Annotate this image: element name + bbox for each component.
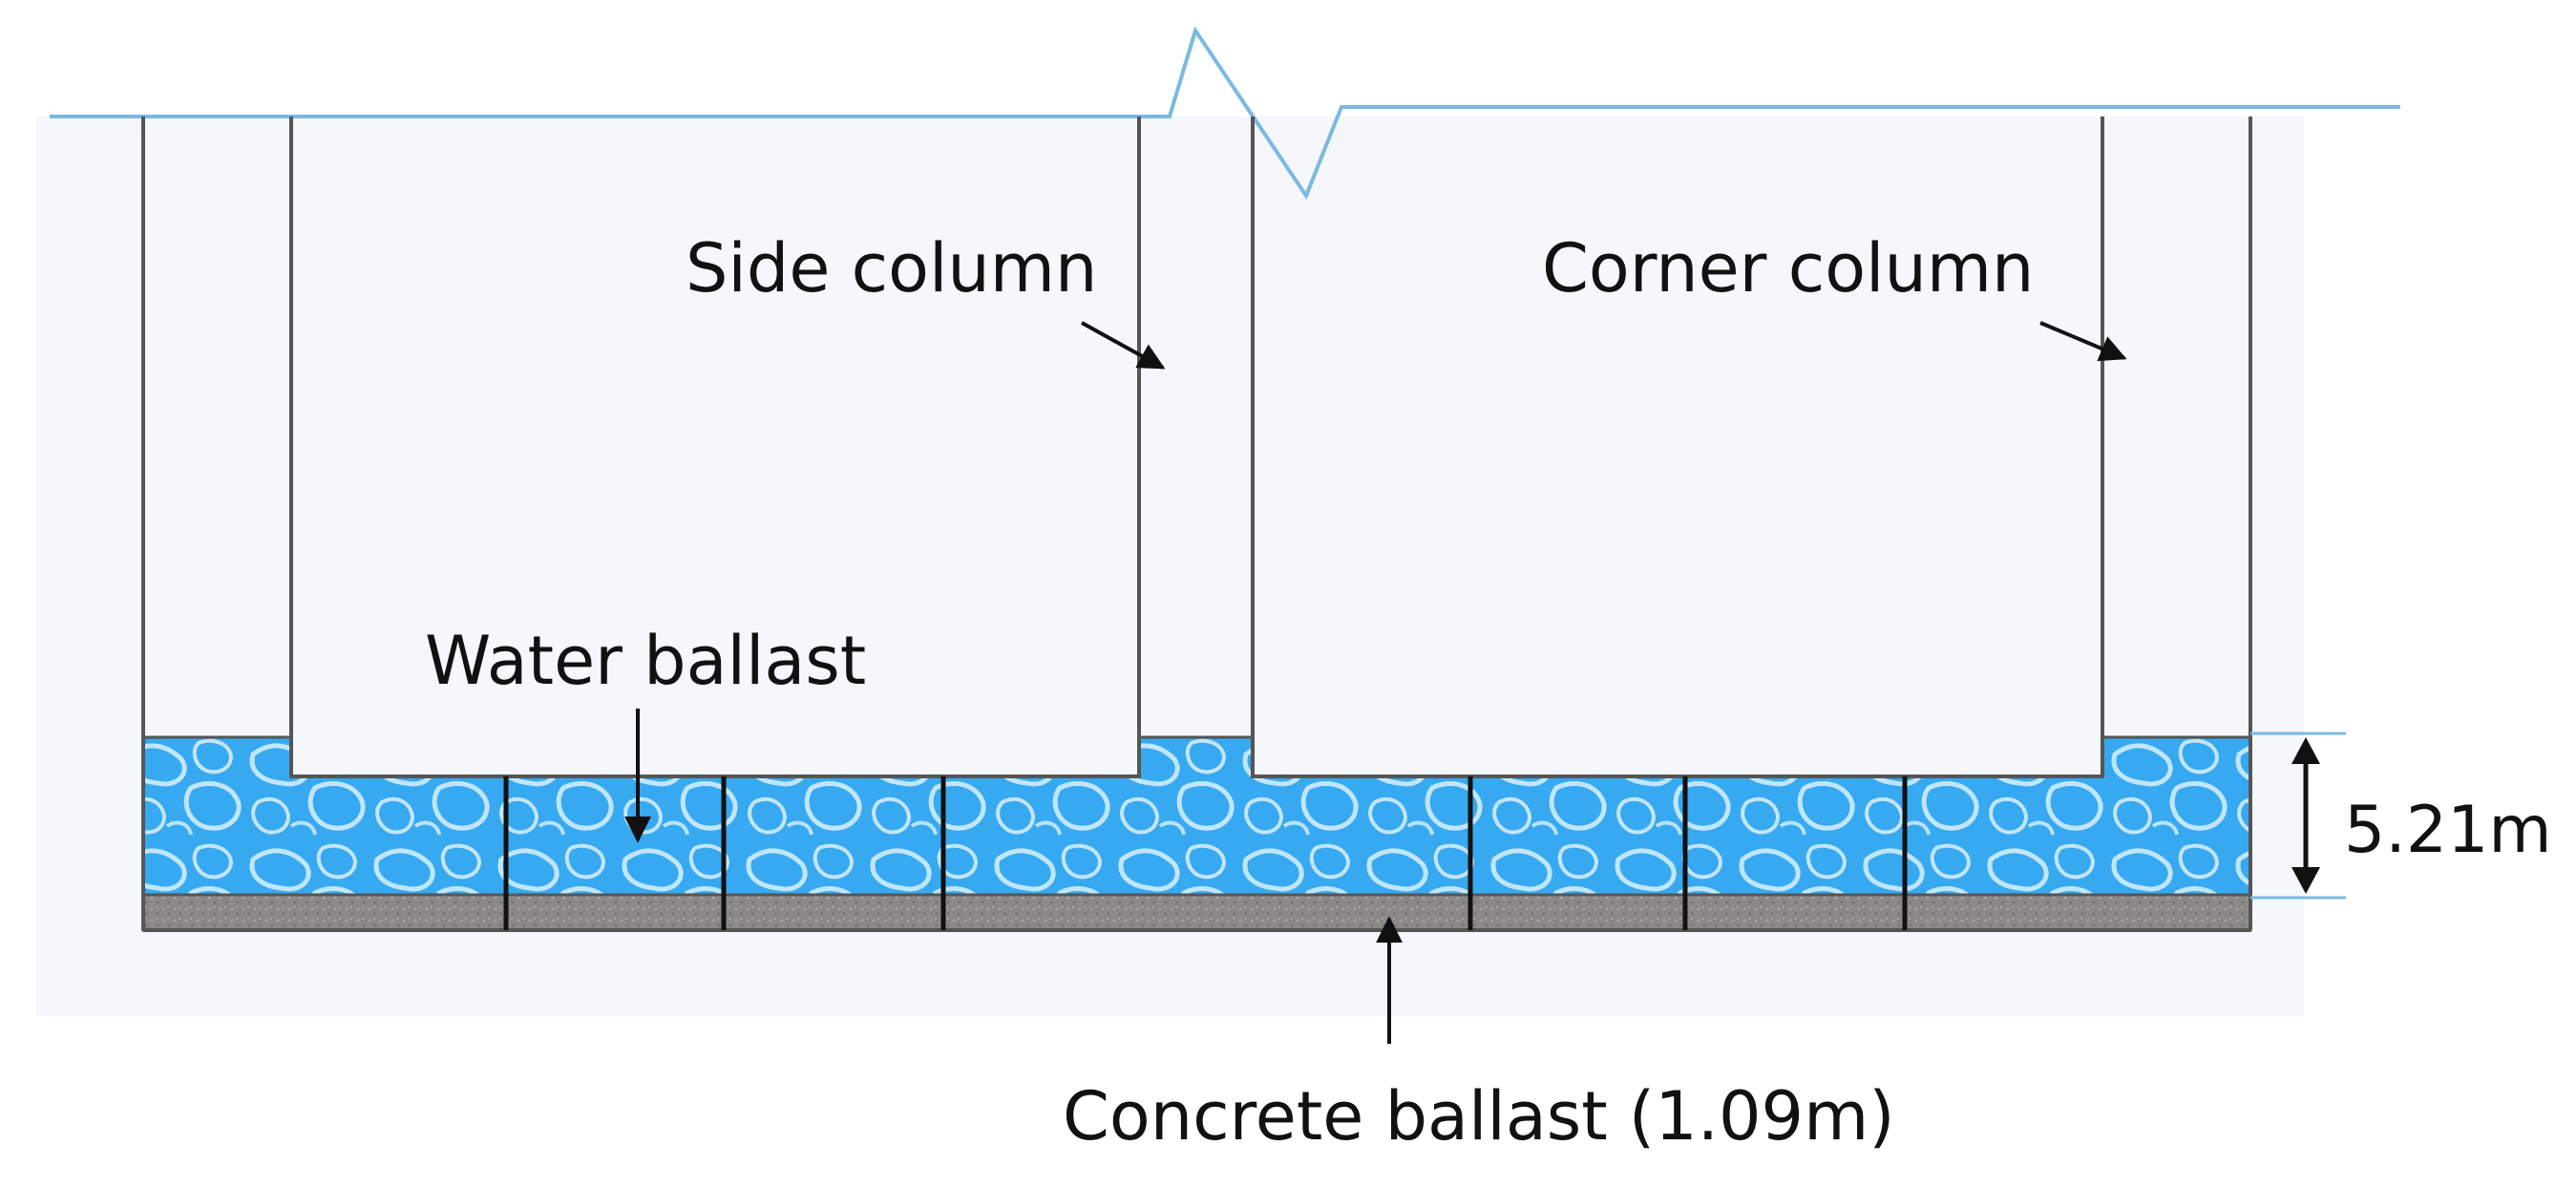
side-column-outline	[289, 117, 1141, 778]
side-column-label: Side column	[686, 229, 1097, 308]
waterline	[50, 26, 2400, 201]
concrete-ballast-label: Concrete ballast (1.09m)	[1063, 1077, 1895, 1156]
corner-column-arrow	[2039, 321, 2127, 362]
height-dimension-label: 5.21m	[2344, 793, 2552, 868]
corner-column-outline	[1251, 117, 2104, 778]
water-ballast-label: Water ballast	[425, 622, 866, 700]
side-column-base	[291, 737, 1139, 776]
height-dimension	[2250, 732, 2346, 900]
side-column-arrow	[1081, 321, 1166, 370]
corner-column-label: Corner column	[1542, 229, 2034, 308]
compartment-dividers	[503, 776, 1908, 930]
concrete-ballast-layer	[141, 893, 2252, 932]
corner-column-base	[1253, 737, 2102, 776]
